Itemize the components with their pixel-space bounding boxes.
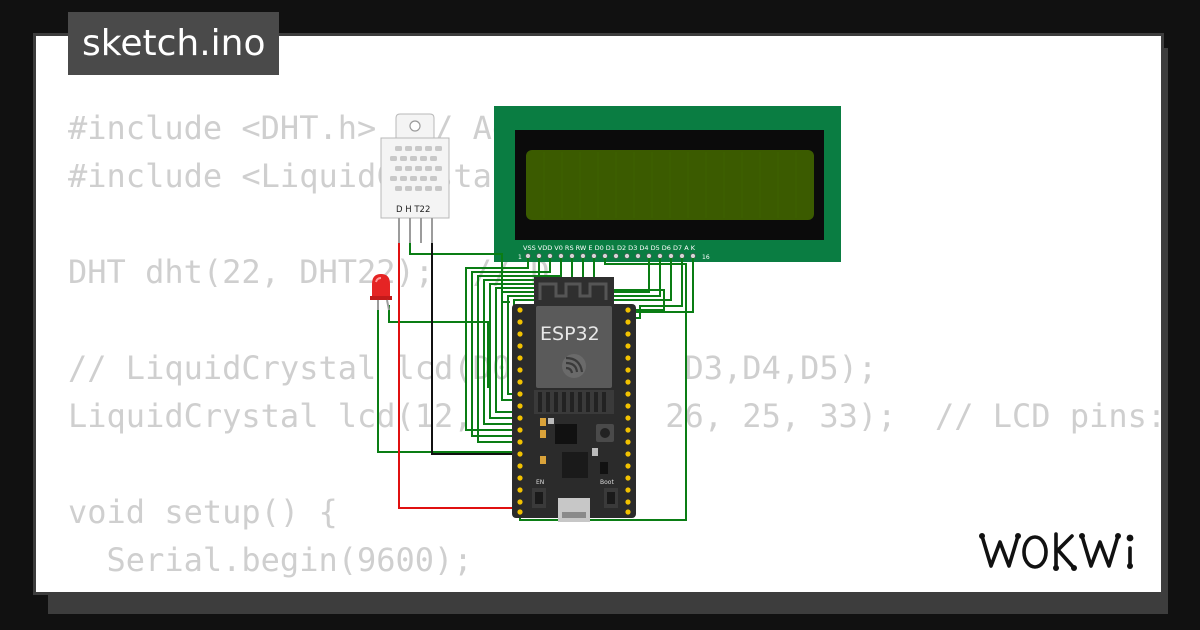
red-led[interactable] bbox=[370, 274, 392, 311]
boot-label: Boot bbox=[600, 479, 614, 486]
code-background: #include <DHT.h> // Adaf#include <Liquid… bbox=[68, 104, 1161, 584]
code-line: #include <LiquidCrystal bbox=[68, 157, 512, 195]
code-line: void setup() { bbox=[68, 493, 338, 531]
dht22-label: D H T22 bbox=[396, 205, 430, 215]
en-label: EN bbox=[536, 479, 544, 486]
card-content: #include <DHT.h> // Adaf#include <Liquid… bbox=[36, 36, 1161, 592]
lcd-pin-16-label: 16 bbox=[702, 254, 710, 261]
lcd-pin-labels: VSS VDD V0 RS RW E D0 D1 D2 D3 D4 D5 D6 … bbox=[523, 244, 696, 252]
filename-tag: sketch.ino bbox=[68, 12, 280, 75]
espressif-icon bbox=[562, 354, 586, 378]
dht22-sensor[interactable]: D H T22 bbox=[380, 113, 450, 243]
lcd-display[interactable]: VSS VDD V0 RS RW E D0 D1 D2 D3 D4 D5 D6 … bbox=[494, 106, 841, 262]
wokwi-logo bbox=[978, 528, 1150, 580]
esp32-label: ESP32 bbox=[540, 323, 600, 345]
lcd-pin-1-label: 1 bbox=[518, 254, 522, 261]
esp32-board[interactable]: ESP32 EN Boot bbox=[512, 277, 636, 522]
code-line: Serial.begin(9600); bbox=[68, 541, 473, 579]
code-line: LiquidCrystal lcd(12, 26, 25, 33); // LC… bbox=[68, 397, 1161, 435]
